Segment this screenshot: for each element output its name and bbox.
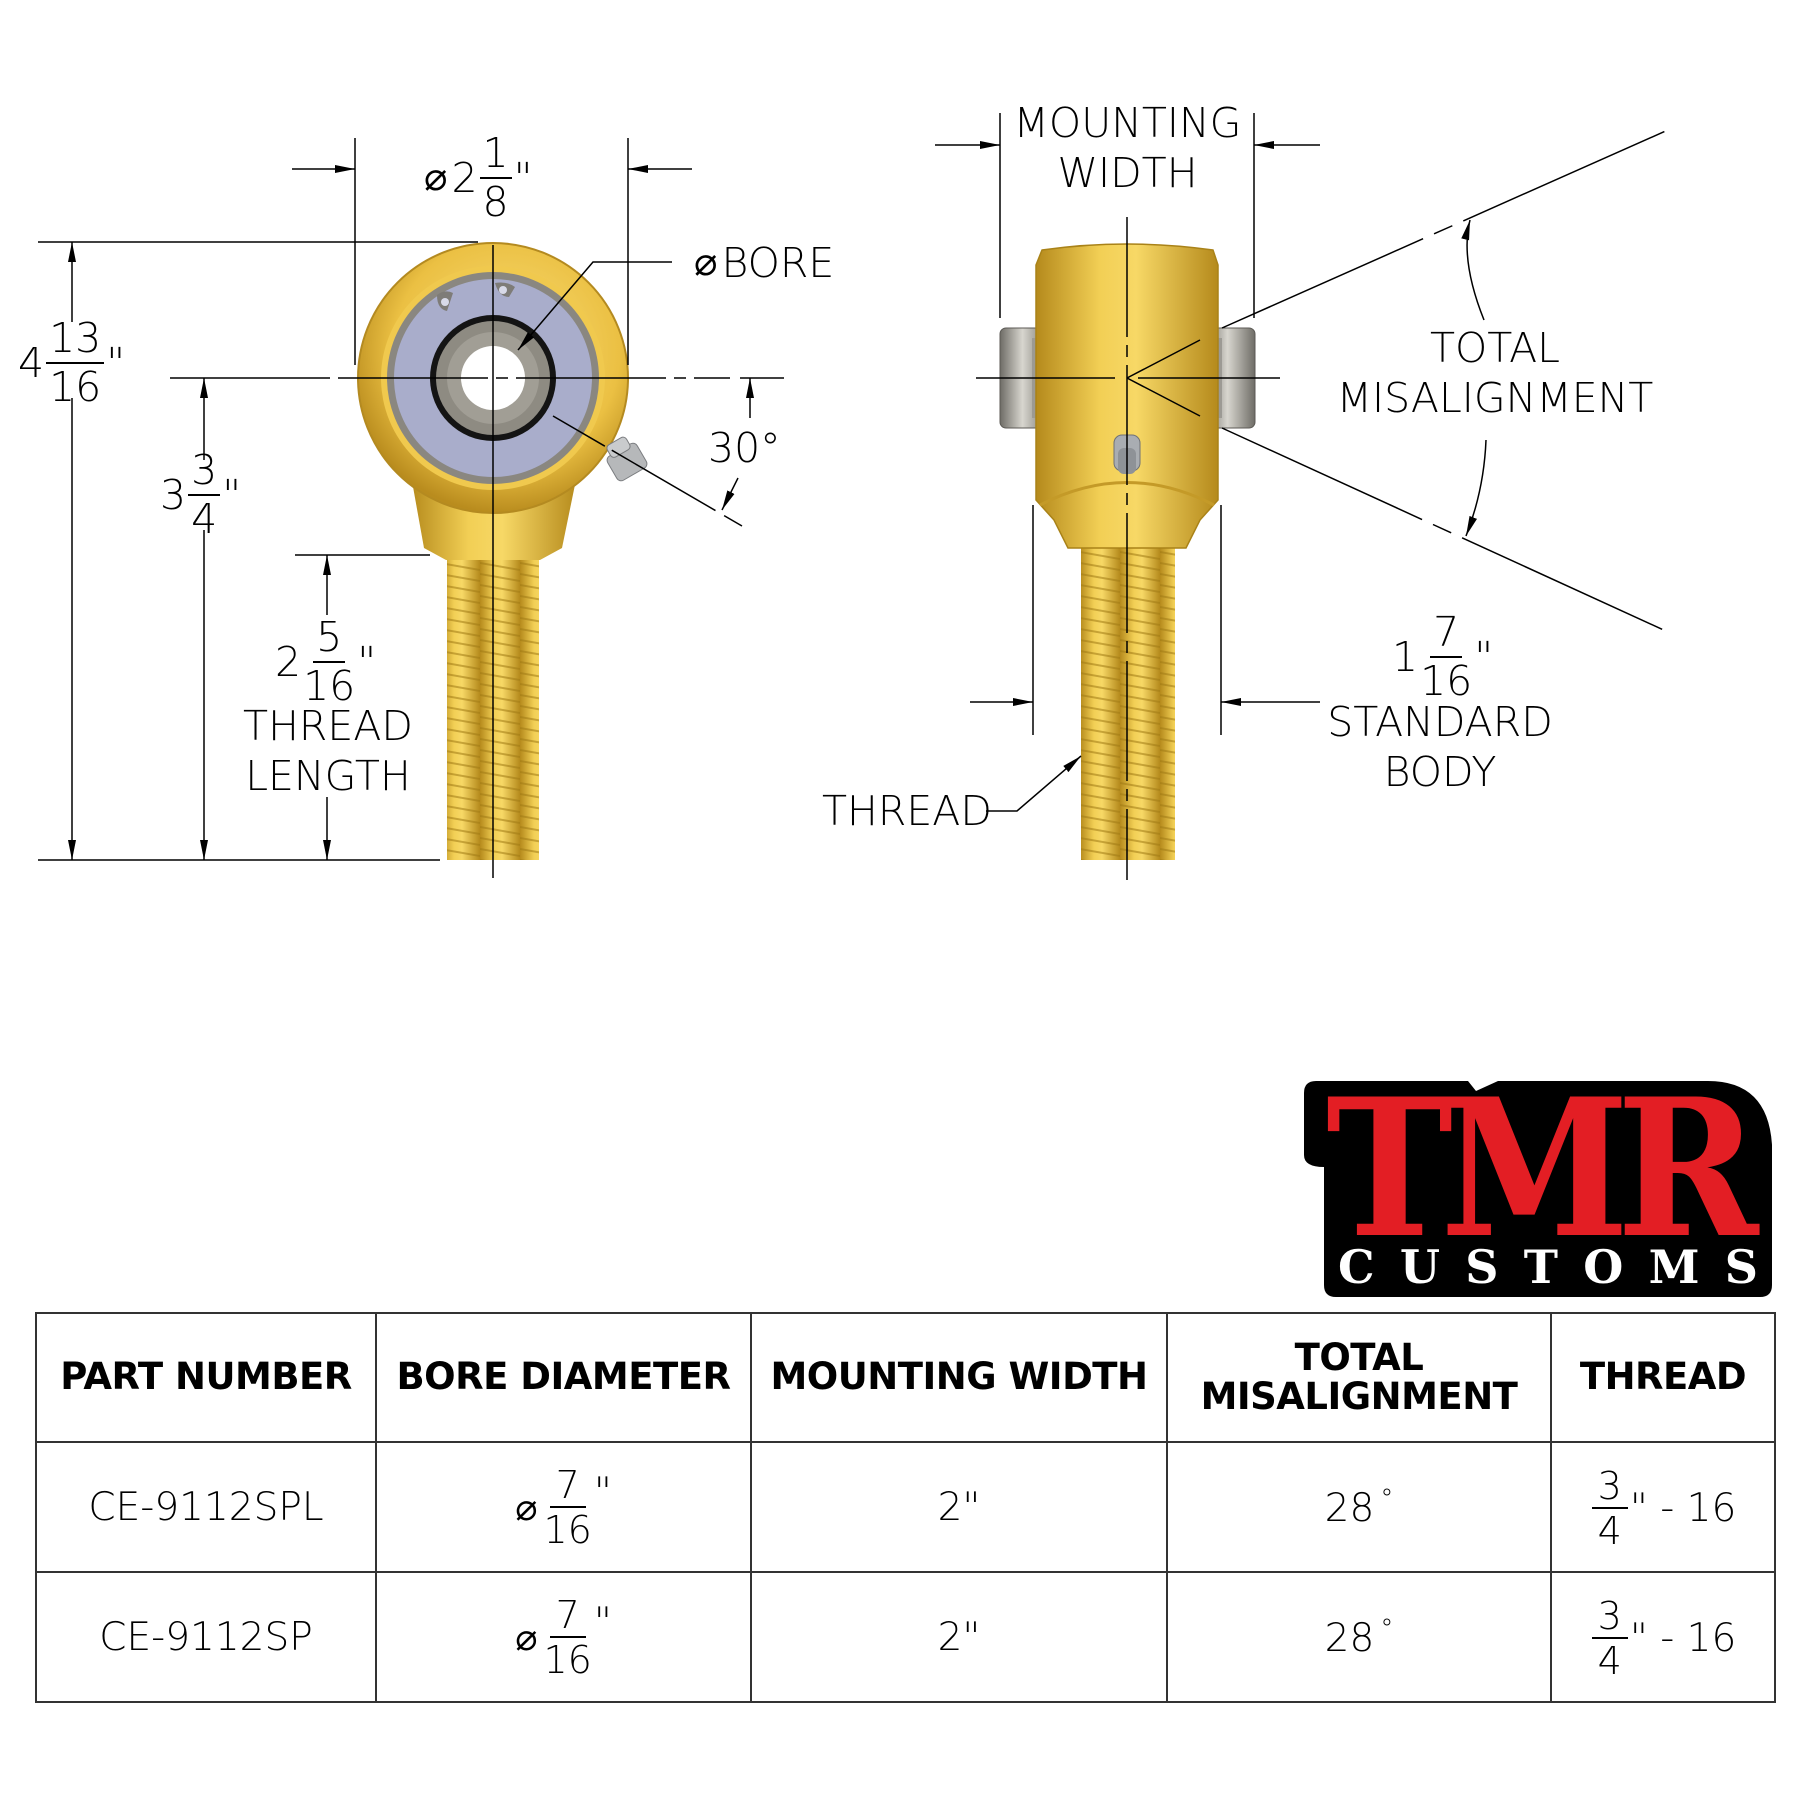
logo-main-text: TMR [1326, 1075, 1760, 1280]
standard-body-caption: STANDARD BODY [1327, 698, 1553, 796]
technical-drawing [38, 113, 1669, 880]
rod-end-front-view [38, 138, 784, 878]
header-part-number: PART NUMBER [35, 1312, 377, 1443]
cell-part-number: CE-9112SP [35, 1571, 377, 1703]
spec-table: PART NUMBER BORE DIAMETER MOUNTING WIDTH… [35, 1312, 1776, 1703]
thread-callout: THREAD [822, 787, 992, 835]
cell-total-misalignment: 28° [1166, 1571, 1552, 1703]
header-mounting-width: MOUNTING WIDTH [750, 1312, 1168, 1443]
tmr-customs-logo: TMR CUSTOMS [1304, 1075, 1774, 1297]
thread-length-caption: THREAD LENGTH [243, 702, 413, 800]
bore-label: ⌀ BORE [694, 239, 835, 287]
header-total-misalignment: TOTAL MISALIGNMENT [1166, 1312, 1552, 1443]
table-header-row: PART NUMBER BORE DIAMETER MOUNTING WIDTH… [35, 1312, 1776, 1443]
cell-mounting-width: 2" [750, 1441, 1168, 1573]
header-thread: THREAD [1550, 1312, 1776, 1443]
cell-total-misalignment: 28° [1166, 1441, 1552, 1573]
header-bore-diameter: BORE DIAMETER [375, 1312, 752, 1443]
cell-mounting-width: 2" [750, 1571, 1168, 1703]
logo-sub-text: CUSTOMS [1338, 1240, 1758, 1294]
grease-angle-dimension: 30° [708, 424, 781, 472]
cell-part-number: CE-9112SPL [35, 1441, 377, 1573]
total-misalignment-label: TOTAL MISALIGNMENT [1336, 324, 1654, 422]
mounting-width-label: MOUNTING WIDTH [1013, 99, 1242, 197]
rod-end-side-view [935, 113, 1669, 880]
